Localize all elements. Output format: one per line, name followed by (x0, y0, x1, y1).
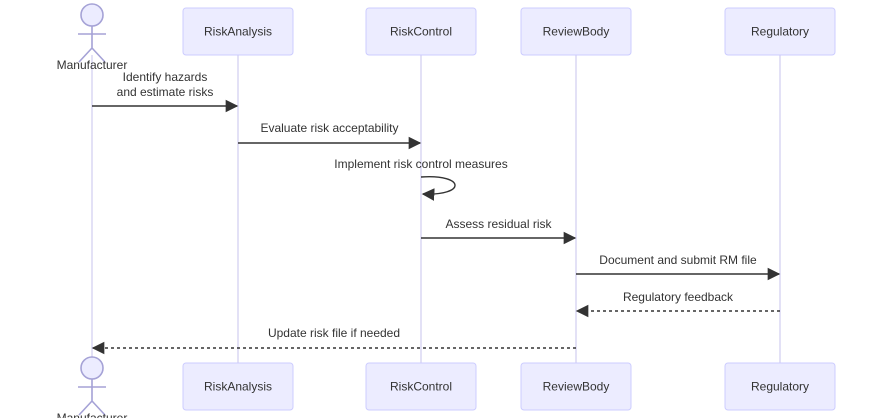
participant-box (182, 7, 294, 56)
participant-box (365, 362, 477, 411)
participant-box (520, 7, 632, 56)
participant-riskanalysis-top: RiskAnalysis (182, 7, 294, 56)
participant-label: Regulatory (751, 380, 809, 394)
self-message-arrow (420, 176, 456, 201)
participant-box (724, 7, 836, 56)
message-label: Assess residual risk (445, 217, 552, 231)
participant-riskcontrol-bottom: RiskControl (365, 362, 477, 411)
message-label: Identify hazards (123, 70, 208, 84)
participant-regulatory-bottom: Regulatory (724, 362, 836, 411)
participant-label: RiskControl (390, 25, 452, 39)
actor-manufacturer-bottom: Manufacturer (57, 356, 128, 418)
actor-manufacturer-top: Manufacturer (57, 3, 128, 72)
message-4: Assess residual risk (421, 217, 577, 245)
message-label: Regulatory feedback (623, 290, 734, 304)
participant-label: Regulatory (751, 25, 809, 39)
message-7: Update risk file if needed (91, 326, 576, 355)
participant-label: ReviewBody (543, 380, 610, 394)
message-label: Evaluate risk acceptability (260, 121, 398, 135)
message-6: Regulatory feedback (575, 290, 780, 318)
participant-box (365, 7, 477, 56)
participant-box (724, 362, 836, 411)
participant-reviewbody-top: ReviewBody (520, 7, 632, 56)
message-2: Evaluate risk acceptability (238, 121, 422, 150)
participant-regulatory-top: Regulatory (724, 7, 836, 56)
participant-box (182, 362, 294, 411)
participant-label: RiskAnalysis (204, 380, 272, 394)
participant-label: ReviewBody (543, 25, 610, 39)
message-label: Implement risk control measures (334, 157, 507, 171)
participant-riskanalysis-bottom: RiskAnalysis (182, 362, 294, 411)
participant-box (520, 362, 632, 411)
participant-label: RiskControl (390, 380, 452, 394)
participant-label: Manufacturer (57, 411, 128, 418)
participant-label: RiskAnalysis (204, 25, 272, 39)
actor-head-icon (80, 356, 104, 380)
participant-reviewbody-bottom: ReviewBody (520, 362, 632, 411)
message-label: Document and submit RM file (599, 253, 757, 267)
actor-stick-figure-icon (78, 26, 106, 63)
actor-head-icon (80, 3, 104, 27)
message-5: Document and submit RM file (576, 253, 781, 281)
participant-label: Manufacturer (57, 58, 128, 72)
message-3: Implement risk control measures (334, 157, 508, 201)
message-label: and estimate risks (117, 85, 214, 99)
message-label: Update risk file if needed (268, 326, 400, 340)
actor-stick-figure-icon (78, 379, 106, 416)
participant-riskcontrol-top: RiskControl (365, 7, 477, 56)
